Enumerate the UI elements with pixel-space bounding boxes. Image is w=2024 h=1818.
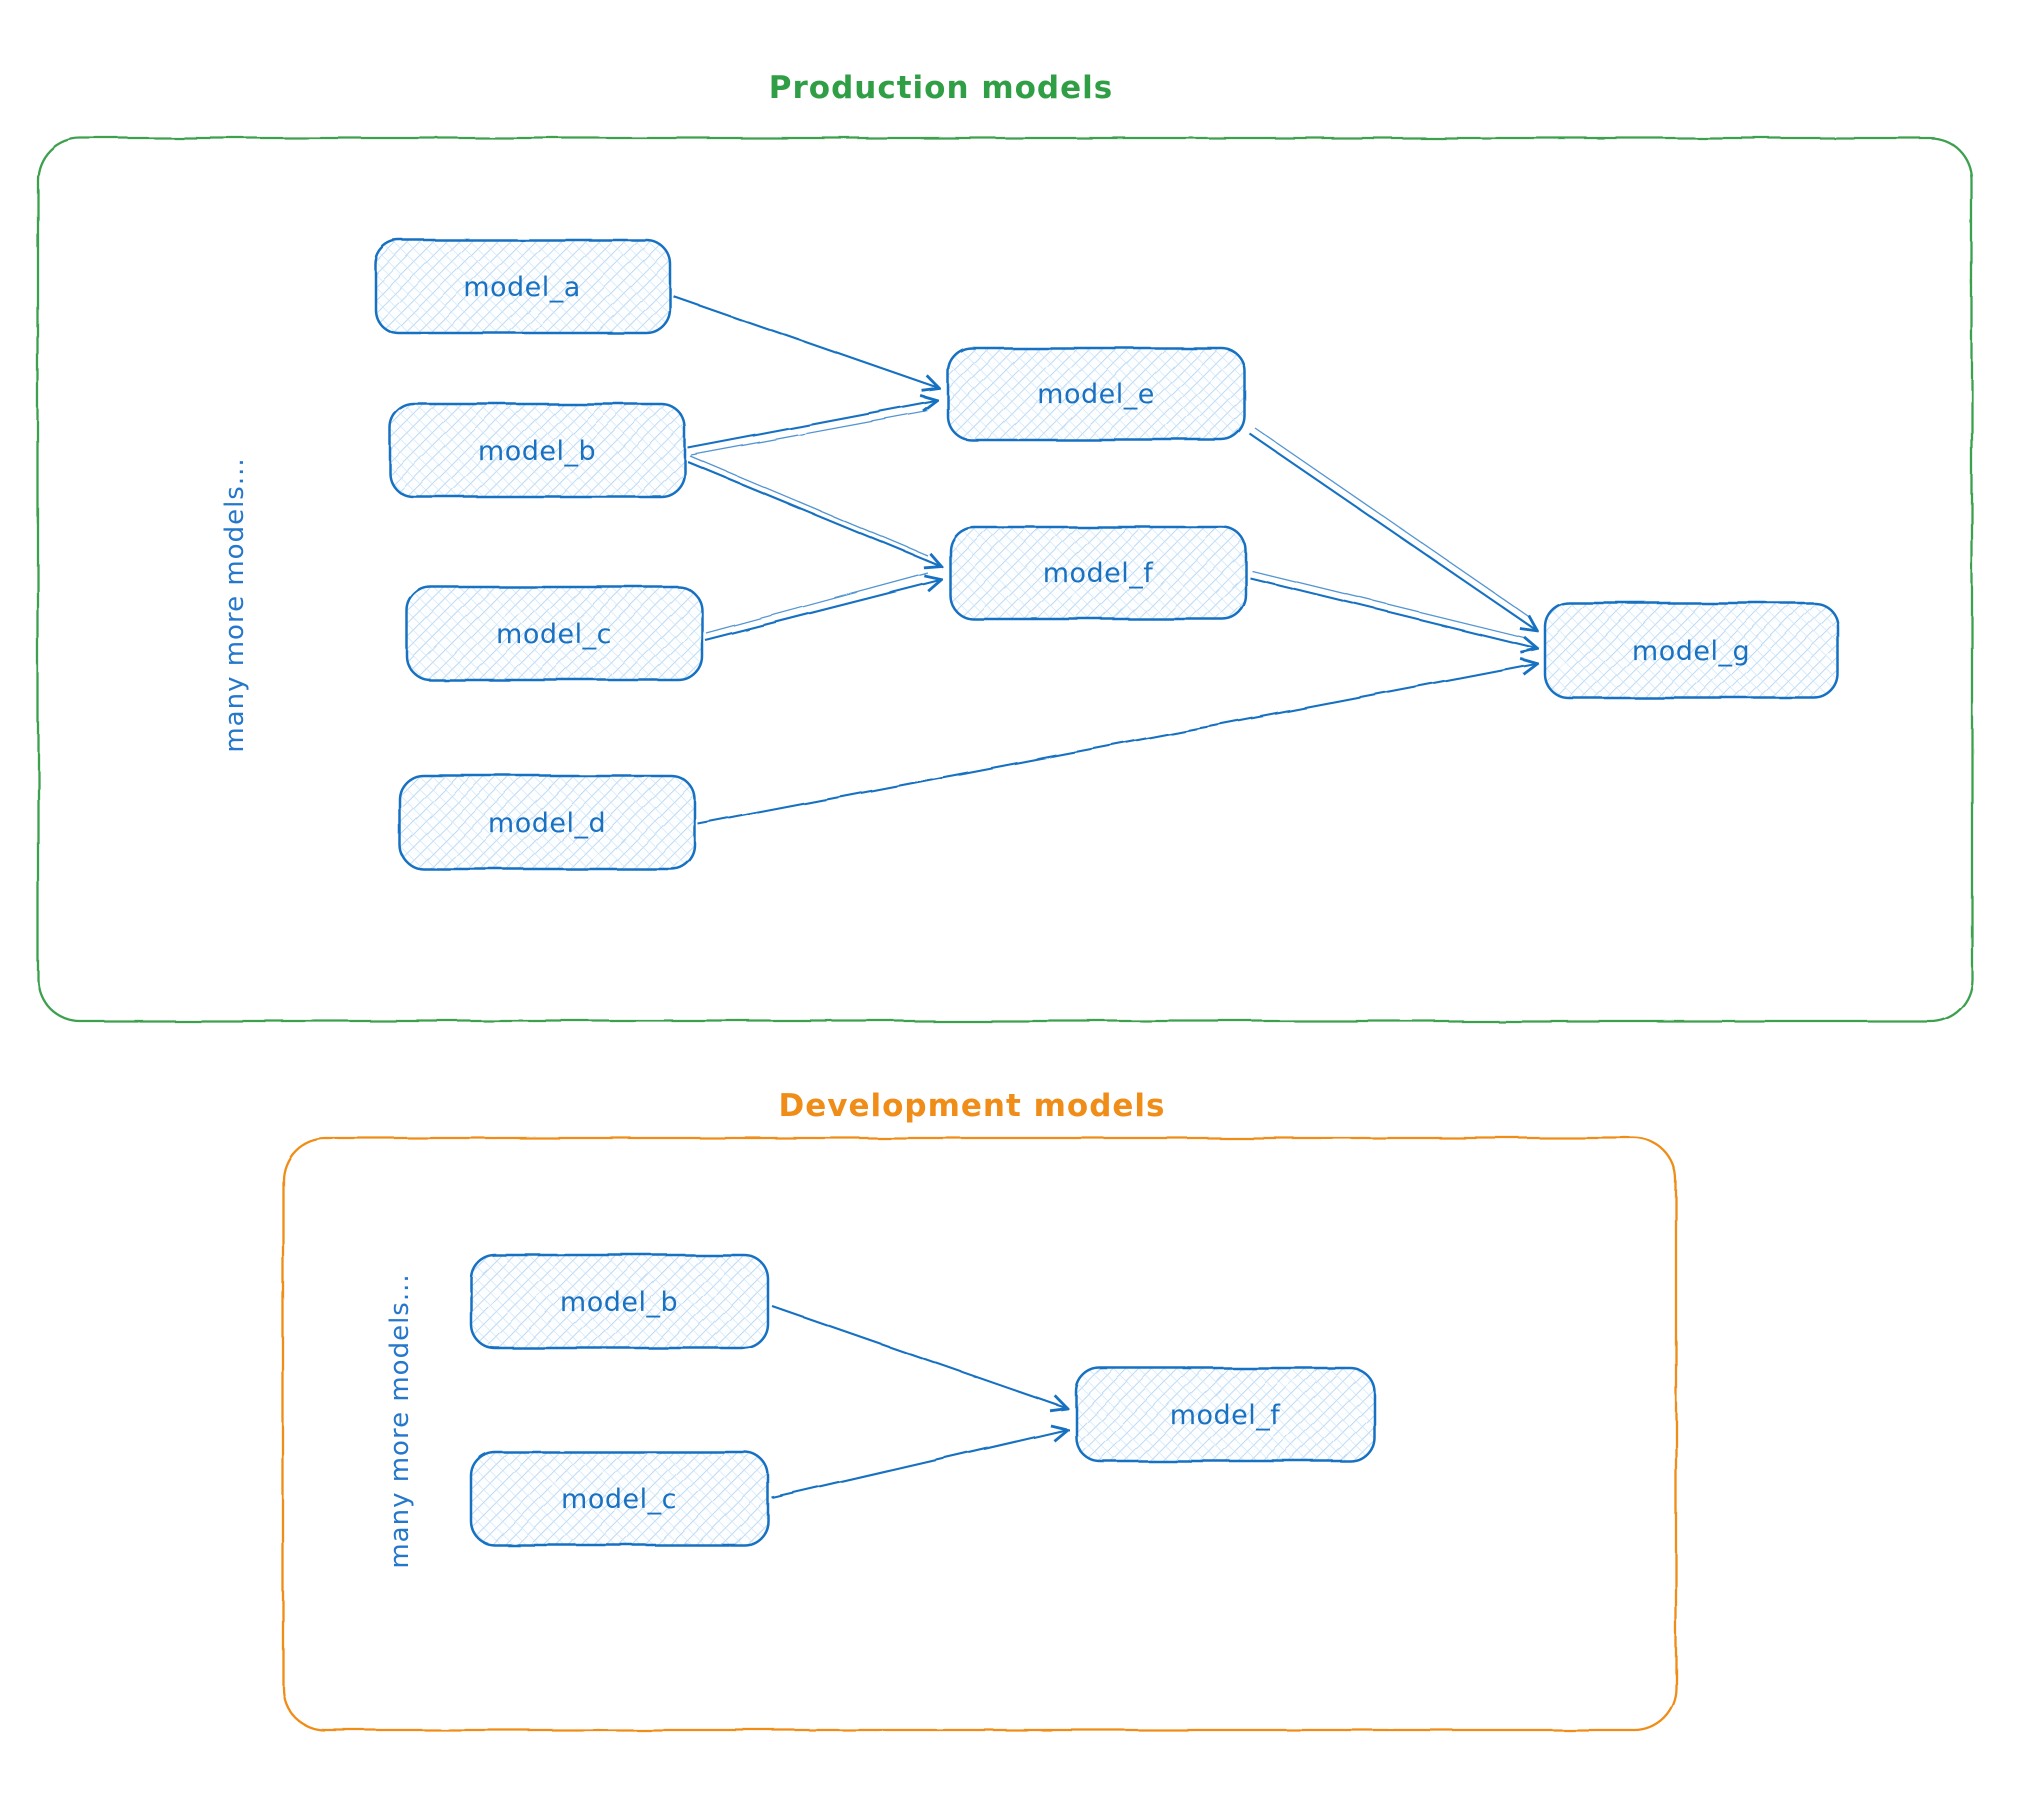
node-dev-model-b: model_b [469,1253,770,1350]
node-model-e-box [946,346,1247,442]
node-model-f-box [948,525,1248,621]
node-dev-model-c-label: model_c [561,1484,677,1515]
node-model-c: model_c [405,585,704,682]
node-model-f: model_f [948,525,1248,621]
production-container-box [36,136,1974,1023]
development-section-title: Development models [778,1088,1165,1124]
edge-dev-model-c-to-model-f [771,1430,1066,1500]
edge-model-c-to-model-f [704,580,940,642]
node-dev-model-b-box [469,1253,770,1350]
node-dev-model-c: model_c [469,1450,770,1547]
node-model-e: model_e [946,346,1247,442]
edge-model-b-to-model-e [687,401,936,450]
development-container-box [281,1136,1678,1732]
node-model-e-label: model_e [1037,379,1155,410]
edge-model-c-to-model-f-ghost-stroke [705,572,929,634]
node-model-b-label: model_b [478,436,596,467]
edge-model-d-to-model-g [697,664,1536,826]
edge-model-b-to-model-f-ghost-stroke [689,455,929,557]
production-side-label: many more models... [220,457,250,752]
node-model-a-box [373,238,672,335]
node-dev-model-b-label: model_b [560,1287,678,1318]
node-dev-model-f: model_f [1074,1366,1376,1463]
node-model-a-label: model_a [463,272,581,303]
edge-model-b-to-model-e-ghost-stroke [690,410,929,456]
node-model-f-label: model_f [1043,558,1155,589]
edge-model-e-to-model-g [1249,433,1536,630]
node-model-d: model_d [398,774,697,871]
node-model-g: model_g [1543,601,1840,700]
node-model-d-label: model_d [488,808,606,839]
production-section-title: Production models [769,70,1113,106]
development-side-label: many more models... [385,1273,415,1568]
node-dev-model-f-label: model_f [1170,1400,1282,1431]
node-model-c-box [405,585,704,682]
node-model-b-box [388,402,687,499]
edge-model-b-to-model-f [687,461,940,566]
edge-dev-model-b-to-model-f [771,1305,1066,1408]
node-model-c-label: model_c [496,619,612,650]
edge-model-f-to-model-g [1249,576,1536,648]
node-model-a: model_a [373,238,672,335]
node-dev-model-c-box [469,1450,770,1547]
node-model-b: model_b [388,402,687,499]
edge-model-a-to-model-e [672,295,938,388]
edge-model-e-to-model-g-ghost-stroke [1254,427,1529,617]
node-model-d-box [398,774,697,871]
edge-model-f-to-model-g-ghost-stroke [1251,570,1527,639]
node-model-g-label: model_g [1632,636,1750,667]
node-dev-model-f-box [1074,1366,1376,1463]
node-model-g-box [1543,601,1840,700]
